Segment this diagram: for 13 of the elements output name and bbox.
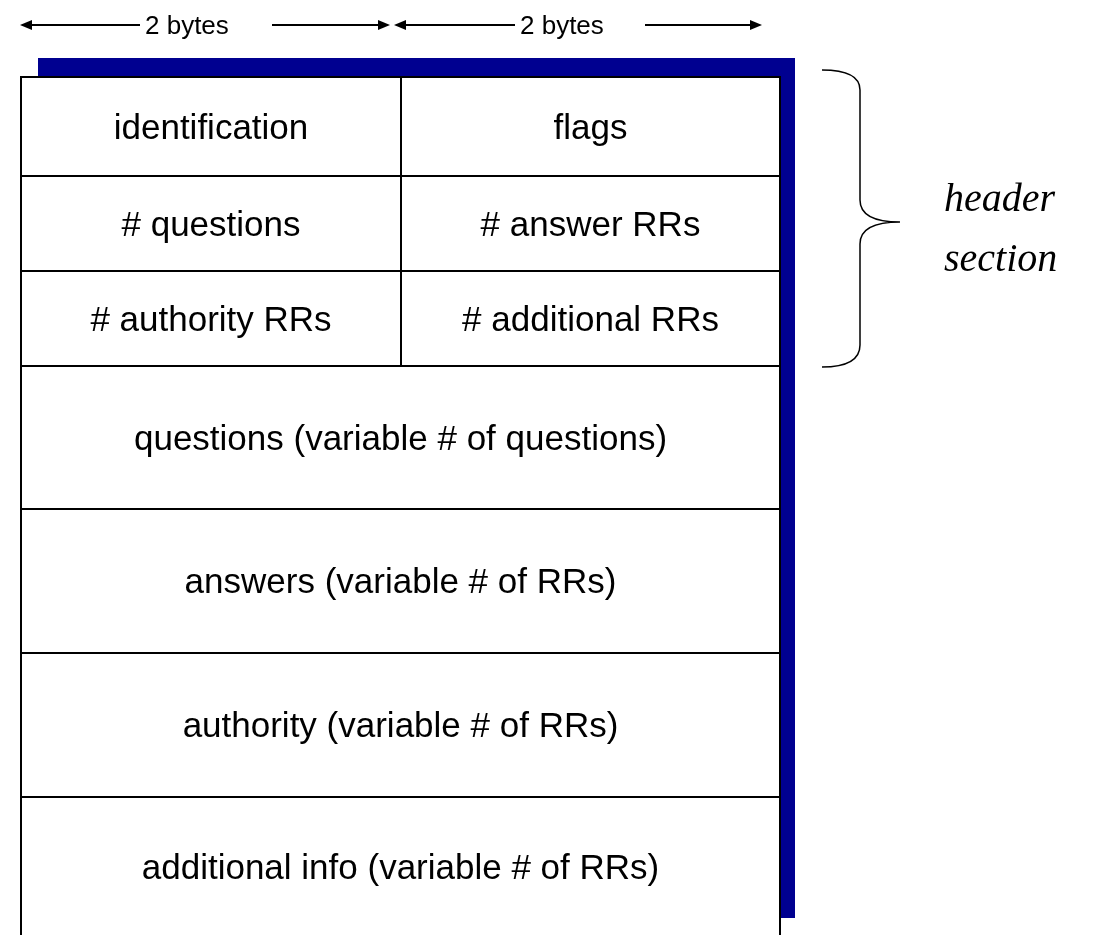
- field-label: authority (variable # of RRs): [182, 704, 619, 746]
- dimension-label: 2 bytes: [520, 9, 604, 42]
- section-label: header section: [944, 174, 1059, 282]
- field-label: # answer RRs: [480, 202, 701, 245]
- dimension-label: 2 bytes: [145, 9, 229, 42]
- field-label: questions (variable # of questions): [133, 416, 668, 459]
- field-label: answers (variable # of RRs): [184, 560, 617, 602]
- field-label: # questions: [121, 202, 301, 245]
- field-label: # authority RRs: [90, 297, 332, 340]
- field-label: flags: [553, 105, 628, 148]
- field-label: additional info (variable # of RRs): [141, 845, 660, 888]
- field-label: # additional RRs: [462, 297, 719, 340]
- field-label: identification: [113, 105, 309, 148]
